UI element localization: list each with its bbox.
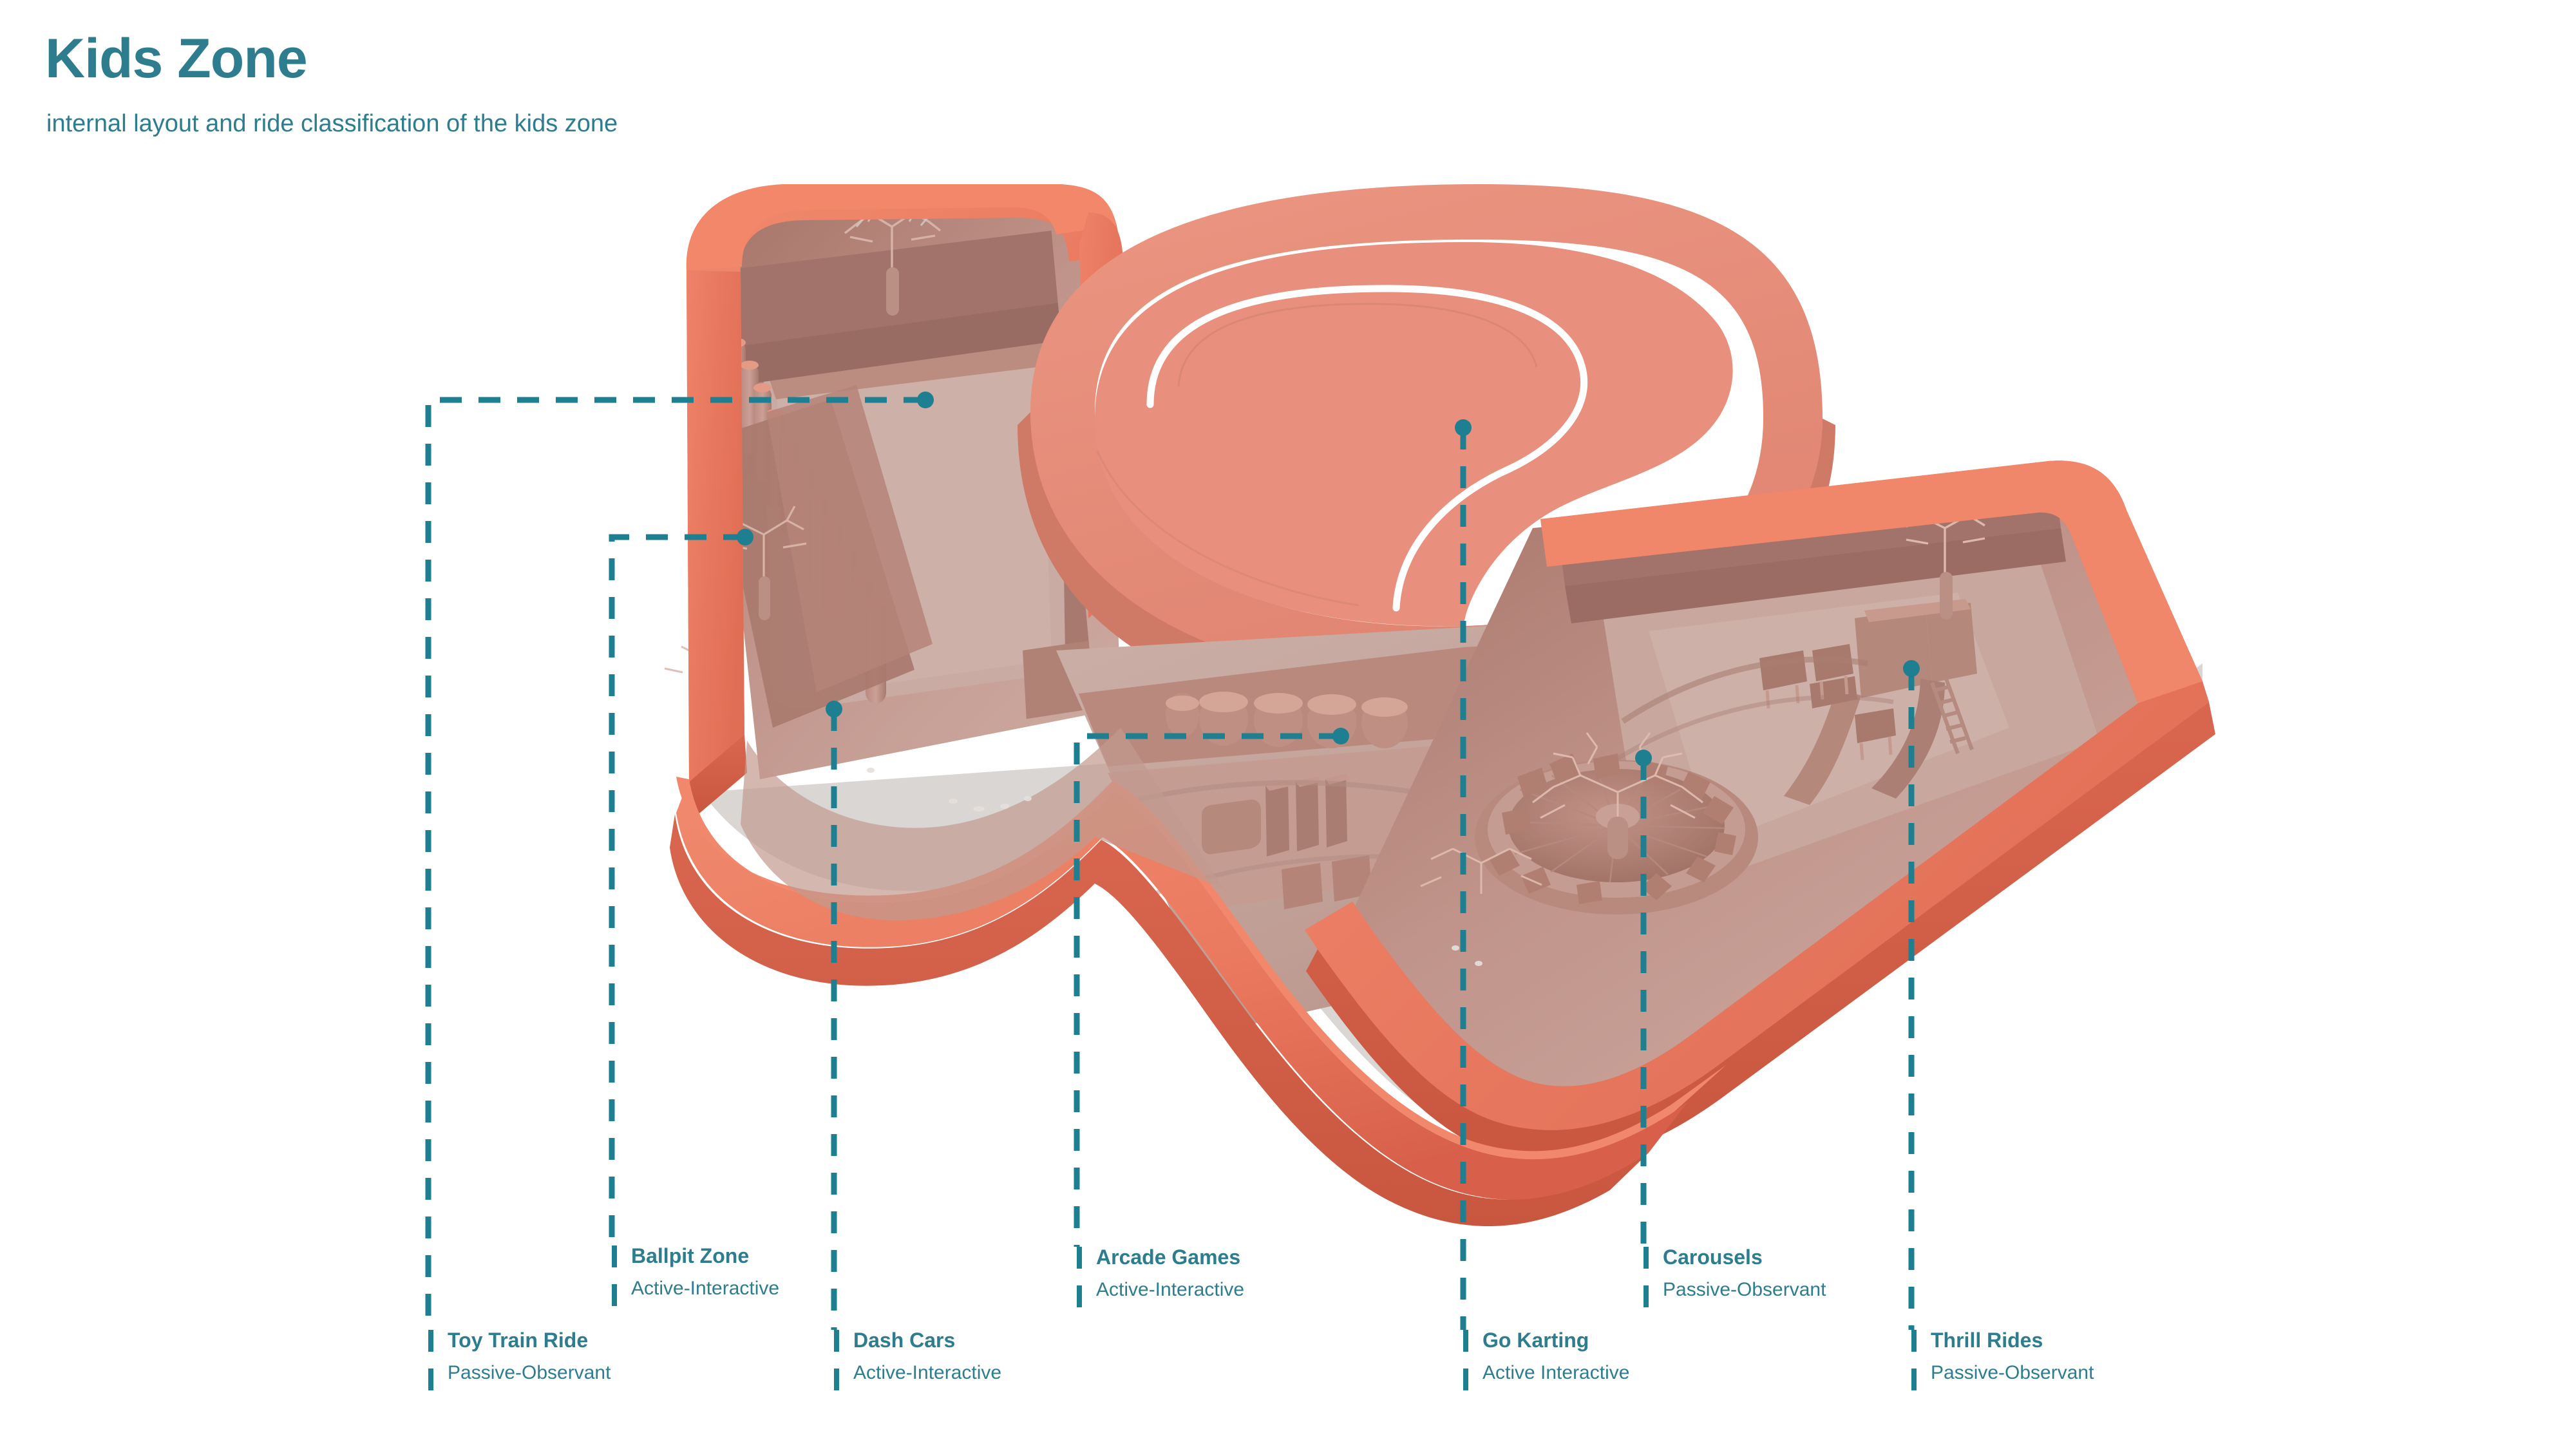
header: Kids Zone internal layout and ride class… bbox=[45, 31, 1204, 138]
leader-dot-go-karting bbox=[1455, 419, 1472, 436]
callout-classification-carousels: Passive-Observant bbox=[1663, 1279, 1826, 1300]
callout-title-thrill-rides: Thrill Rides bbox=[1931, 1329, 2043, 1352]
leader-dot-arcade-games bbox=[1332, 728, 1349, 744]
callout-rule-ballpit-zone bbox=[612, 1245, 617, 1323]
callout-title-go-karting: Go Karting bbox=[1482, 1329, 1589, 1352]
callout-classification-thrill-rides: Passive-Observant bbox=[1931, 1362, 2094, 1383]
callout-rule-arcade-games bbox=[1077, 1247, 1082, 1324]
callout-classification-arcade-games: Active-Interactive bbox=[1096, 1279, 1245, 1300]
callout-classification-dash-cars: Active-Interactive bbox=[853, 1362, 1002, 1383]
leader-line-arcade-games bbox=[1074, 733, 1341, 1247]
callout-rule-thrill-rides bbox=[1911, 1330, 1917, 1407]
leader-dot-thrill-rides bbox=[1903, 660, 1920, 677]
page-subtitle: internal layout and ride classification … bbox=[46, 110, 618, 137]
leader-dot-toy-train-ride bbox=[917, 392, 934, 408]
leader-line-toy-train-ride bbox=[425, 397, 925, 1330]
leader-line-ballpit-zone bbox=[609, 534, 745, 1245]
leader-dot-ballpit-zone bbox=[737, 529, 753, 545]
callout-rule-toy-train-ride bbox=[428, 1330, 433, 1407]
callout-title-carousels: Carousels bbox=[1663, 1245, 1763, 1269]
callout-rule-dash-cars bbox=[834, 1330, 839, 1407]
callout-title-dash-cars: Dash Cars bbox=[853, 1329, 956, 1352]
callout-title-toy-train-ride: Toy Train Ride bbox=[448, 1329, 589, 1352]
callout-classification-toy-train-ride: Passive-Observant bbox=[448, 1362, 611, 1383]
leader-dot-dash-cars bbox=[826, 701, 842, 717]
callout-classification-ballpit-zone: Active-Interactive bbox=[631, 1278, 780, 1299]
callout-title-arcade-games: Arcade Games bbox=[1096, 1245, 1241, 1269]
leader-dot-carousels bbox=[1635, 750, 1652, 766]
callout-classification-go-karting: Active Interactive bbox=[1482, 1362, 1630, 1383]
callout-rule-go-karting bbox=[1463, 1330, 1468, 1407]
page-title: Kids Zone bbox=[45, 28, 308, 90]
callout-title-ballpit-zone: Ballpit Zone bbox=[631, 1244, 750, 1267]
callout-rule-carousels bbox=[1643, 1247, 1649, 1324]
